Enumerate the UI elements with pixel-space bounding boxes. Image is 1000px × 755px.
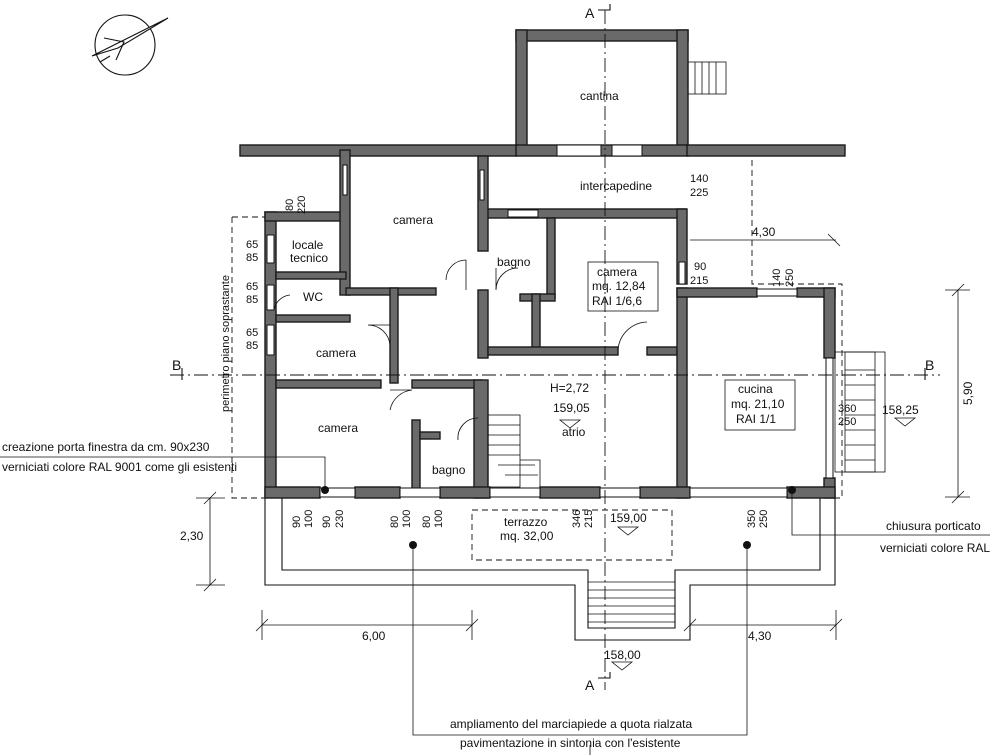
bottom-dim-9: 346: [571, 510, 583, 528]
bottom-dim-4: 230: [334, 510, 346, 528]
opening-360: 360: [838, 403, 856, 415]
opening-220: 220: [296, 196, 308, 214]
elevation-cucina: 158,25: [882, 403, 919, 417]
note-door-line-2: verniciati colore RAL 9001 come gli esis…: [2, 460, 237, 474]
dimension-600: 6,00: [362, 629, 386, 643]
upper-floor-perimeter: [231, 216, 265, 499]
dimension-590: 5,90: [961, 381, 975, 405]
north-arrow-icon: [91, 14, 169, 76]
room-camera-low: camera: [318, 421, 358, 435]
height-label: H=2,72: [550, 381, 589, 395]
note-door-line-1: creazione porta finestra da cm. 90x230: [2, 440, 210, 454]
opening-250: 250: [784, 269, 796, 287]
room-cantina: cantina: [580, 89, 619, 103]
bottom-dim-2: 100: [303, 510, 315, 528]
leader-lines: [0, 456, 990, 755]
dimension-430-top: 4,30: [752, 225, 776, 239]
room-camera-right-1: camera: [597, 265, 637, 279]
opening-80: 80: [284, 199, 296, 211]
camera-right-label-box: [587, 261, 659, 312]
room-camera-top: camera: [393, 213, 433, 227]
section-b-left: B: [172, 357, 181, 373]
elevation-markers: [558, 417, 917, 671]
upper-floor-perimeter-right: [751, 150, 843, 499]
door-swings: [273, 259, 648, 441]
opening-215: 215: [690, 275, 708, 287]
opening-225: 225: [690, 187, 708, 199]
bottom-dim-8: 100: [433, 510, 445, 528]
bottom-dim-5: 80: [389, 516, 401, 528]
room-bagno-top: bagno: [497, 255, 531, 269]
room-locale-2: tecnico: [290, 251, 328, 265]
dimension-230: 2,30: [180, 529, 204, 543]
room-terrazzo-2: mq. 32,00: [500, 529, 554, 543]
room-bagno-low: bagno: [432, 463, 466, 477]
room-locale-1: locale: [292, 238, 324, 252]
section-lines: [170, 4, 940, 690]
opening-90: 90: [694, 261, 706, 273]
room-terrazzo-1: terrazzo: [504, 515, 548, 529]
bottom-dim-12: 250: [758, 510, 770, 528]
note-walk-line-2: pavimentazione in sintonia con l'esisten…: [460, 736, 681, 750]
window-65-1: 65: [246, 239, 258, 251]
room-camera-right-3: RAI 1/6,6: [592, 294, 642, 308]
opening-250b: 250: [838, 416, 856, 428]
window-65-3: 65: [246, 327, 258, 339]
opening-140: 140: [690, 173, 708, 185]
room-intercapedine: intercapedine: [580, 179, 652, 193]
room-atrio: atrio: [562, 425, 586, 439]
window-85-3: 85: [246, 340, 258, 352]
bottom-dim-7: 80: [421, 516, 433, 528]
cucina-stairs: [834, 351, 886, 473]
windows: [266, 144, 834, 498]
upper-floor-perimeter-label: perimetro piano soprastante: [220, 275, 232, 412]
section-b-right: B: [925, 357, 934, 373]
room-cucina-2: mq. 21,10: [731, 397, 785, 411]
cantina-stairs: [687, 61, 727, 95]
section-a-bottom: A: [585, 677, 595, 693]
bottom-dim-3: 90: [321, 516, 333, 528]
room-cucina-3: RAI 1/1: [736, 412, 776, 426]
bottom-dim-11: 350: [746, 510, 758, 528]
bottom-dim-6: 100: [401, 510, 413, 528]
terrace-outline: [264, 498, 836, 641]
room-wc: WC: [303, 290, 323, 304]
atrio-stairs: [487, 414, 541, 488]
section-a-top: A: [585, 5, 595, 21]
note-walk-line-1: ampliamento del marciapiede a quota rial…: [450, 717, 692, 731]
elevation-terrazzo: 159,00: [610, 511, 647, 525]
window-85-2: 85: [246, 294, 258, 306]
room-cucina-1: cucina: [738, 382, 773, 396]
elevation-stairs: 158,00: [604, 648, 641, 662]
opening-140b: 140: [771, 269, 783, 287]
room-camera-right-2: mq. 12,84: [592, 279, 646, 293]
elevation-atrio: 159,05: [553, 401, 590, 415]
dimension-430-bottom: 4,30: [748, 629, 772, 643]
note-porch-line-1: chiusura porticato: [886, 519, 981, 533]
bottom-dim-10: 215: [583, 510, 595, 528]
dimension-lines: [196, 233, 970, 640]
cucina-label-box: [724, 379, 796, 431]
room-camera-mid: camera: [316, 346, 356, 360]
bottom-dim-1: 90: [291, 516, 303, 528]
note-porch-line-2: verniciati colore RAL: [880, 541, 990, 555]
window-65-2: 65: [246, 281, 258, 293]
window-85-1: 85: [246, 252, 258, 264]
